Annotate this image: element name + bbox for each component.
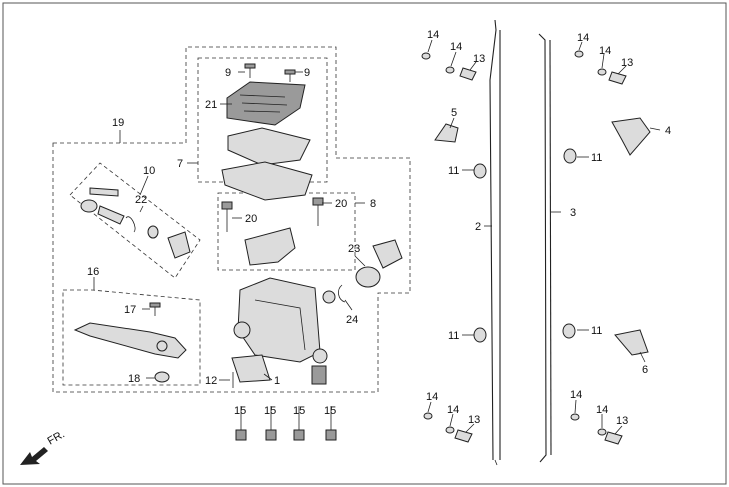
bolt-15-b [265,418,277,441]
clamp-11-c [473,327,487,343]
pivot-nut [322,290,336,304]
label-14-b: 14 [450,41,462,53]
bolt-15-d [325,418,337,441]
label-2: 2 [475,221,481,233]
label-15-d: 15 [324,405,336,417]
master-cylinder [233,277,328,385]
label-16: 16 [87,266,99,278]
label-14-a: 14 [427,29,439,41]
diaphragm-plate [221,161,313,201]
clamp-11-b [563,148,577,164]
label-13-b: 13 [621,57,633,69]
cable-3 [538,33,552,463]
label-9-left: 9 [225,67,231,79]
label-4: 4 [665,125,671,137]
label-20-right: 20 [335,198,347,210]
clamp-holder [244,227,296,266]
group-10-outline [69,162,201,279]
label-11-b: 11 [591,152,602,164]
label-5: 5 [451,107,457,119]
bolt-20-right [312,197,324,226]
label-13-c: 13 [468,414,480,426]
label-11-d: 11 [591,325,602,337]
bracket-5 [434,123,459,143]
screw-9-right [284,69,296,82]
label-21: 21 [205,99,217,111]
label-9-right: 9 [304,67,310,79]
bolt-17 [149,302,161,316]
washer-14-b [445,66,455,74]
reservoir-cover [226,81,306,126]
clamp-11-d [562,323,576,339]
label-12: 12 [205,375,217,387]
part-labels: 1 2 3 4 5 6 7 8 9 9 10 11 11 11 11 12 13… [87,29,671,427]
nut-18 [154,371,170,383]
label-14-c: 14 [577,32,589,44]
group-8-outline [217,192,356,271]
bolt-15-a [235,418,247,441]
label-19: 19 [112,117,124,129]
label-15-a: 15 [234,405,246,417]
o-ring-23 [355,266,381,288]
cable-2 [489,19,501,466]
group-16-outline [62,289,201,386]
washer-14-e [423,412,433,420]
label-23: 23 [348,243,360,255]
leader-lines [93,39,661,435]
label-11-c: 11 [448,330,459,342]
label-1: 1 [274,375,280,387]
label-14-g: 14 [570,389,582,401]
washer-14-g [570,413,580,421]
screw-9-left [244,63,256,78]
front-arrow-icon [20,447,48,465]
label-14-h: 14 [596,404,608,416]
washer-14-d [597,68,607,76]
bolt-20-left [221,201,233,232]
label-8: 8 [370,198,376,210]
label-18: 18 [128,373,140,385]
bolt-13-d [604,431,623,445]
bolt-13-c [454,429,473,443]
label-14-e: 14 [426,391,438,403]
washer-14-f [445,426,455,434]
front-label: FR. [46,428,67,447]
brake-switch [231,354,271,383]
label-11-a: 11 [448,165,459,177]
boot-23 [372,239,403,269]
label-3: 3 [570,207,576,219]
label-10: 10 [143,165,155,177]
brake-lever [73,322,187,359]
circlip [338,284,346,303]
label-6: 6 [642,364,648,376]
label-22: 22 [135,194,147,206]
label-13-d: 13 [616,415,628,427]
label-14-f: 14 [447,404,459,416]
bracket-6 [614,329,649,356]
bolt-13-a [459,67,477,81]
bolt-13-b [608,71,627,85]
washer-14-c [574,50,584,58]
clamp-11-a [473,163,487,179]
bracket-4 [611,117,651,156]
washer-14-a [421,52,431,60]
label-13-a: 13 [473,53,485,65]
label-24: 24 [346,314,358,326]
piston-kit [80,187,191,259]
label-15-b: 15 [264,405,276,417]
label-17: 17 [124,304,136,316]
label-15-c: 15 [293,405,305,417]
washer-14-h [597,428,607,436]
label-14-d: 14 [599,45,611,57]
assembly-19-outline [52,46,411,393]
bolt-15-c [293,418,305,441]
label-20-left: 20 [245,213,257,225]
diaphragm [227,127,311,166]
label-7: 7 [177,158,183,170]
group-7-outline [197,57,328,183]
